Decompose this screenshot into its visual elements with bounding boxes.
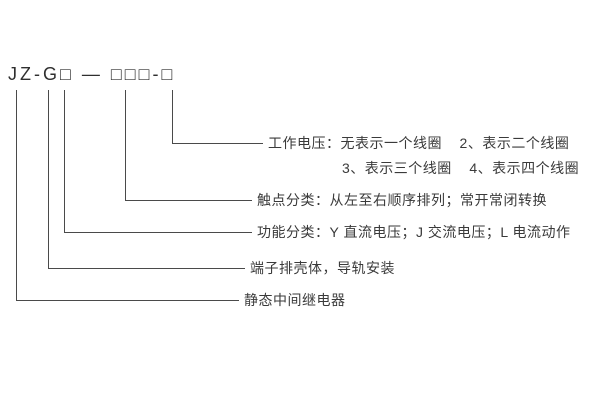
connector-contact-class (125, 90, 252, 201)
annotation-relay-type: 静态中间继电器 (244, 292, 346, 308)
connector-relay-type (16, 90, 239, 301)
annotation-working-voltage-line2: 3、表示三个线圈 4、表示四个线圈 (342, 160, 580, 176)
annotation-working-voltage-line1: 工作电压：无表示一个线圈 2、表示二个线圈 (268, 135, 570, 151)
connector-function-class (64, 90, 252, 233)
model-code: JZ-G□ — □□□-□ (8, 64, 176, 84)
connector-working-voltage (172, 90, 263, 144)
annotation-housing: 端子排壳体，导轨安装 (250, 260, 395, 276)
annotation-contact-class: 触点分类：从左至右顺序排列；常开常闭转换 (257, 192, 547, 208)
connector-housing (48, 90, 245, 269)
annotation-function-class: 功能分类：Y 直流电压；J 交流电压；L 电流动作 (257, 224, 571, 240)
